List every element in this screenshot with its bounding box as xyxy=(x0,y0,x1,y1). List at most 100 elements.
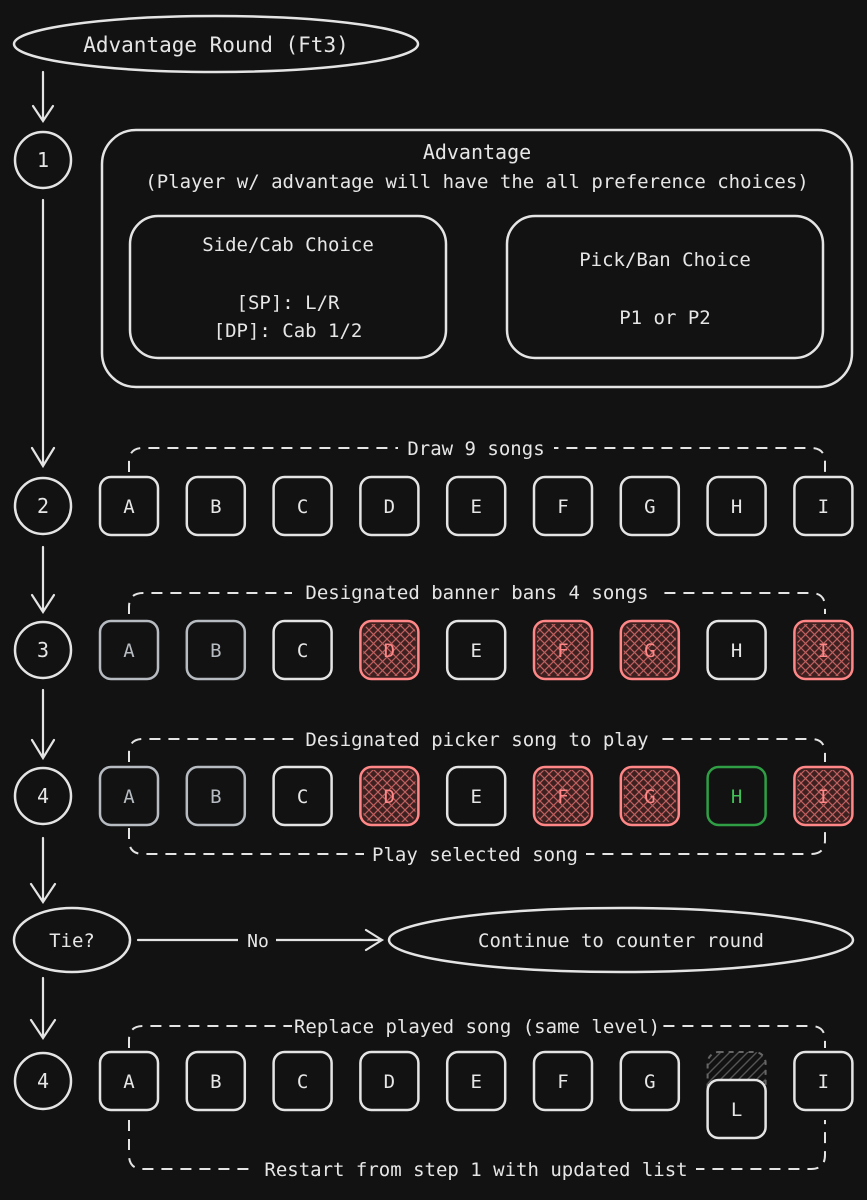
song-box-frame xyxy=(272,475,333,537)
step-circle-4: 4 xyxy=(13,766,73,826)
song-box-frame xyxy=(706,765,767,827)
tie-question: Tie? xyxy=(49,930,95,952)
step-circle-3: 3 xyxy=(13,620,73,680)
side-cab-sp: [SP]: L/R xyxy=(237,292,341,314)
song-box-h: H xyxy=(706,619,767,681)
song-letter: L xyxy=(731,1099,742,1121)
song-letter: I xyxy=(818,786,829,808)
song-letter: B xyxy=(210,1071,221,1093)
song-letter: C xyxy=(297,786,308,808)
song-letter: H xyxy=(731,786,742,808)
advantage-box: Advantage (Player w/ advantage will have… xyxy=(100,128,854,389)
ban-hatch xyxy=(363,770,416,822)
song-box-e: E xyxy=(445,475,507,537)
song-letter: E xyxy=(470,1071,481,1093)
step-label: 4 xyxy=(37,1069,49,1093)
song-letter: E xyxy=(470,640,481,662)
title-ellipse xyxy=(12,14,420,74)
song-box-frame xyxy=(272,619,333,681)
arrow-tie-to-step-4b xyxy=(29,976,57,1040)
arrow-step-1-to-step-2 xyxy=(30,198,56,469)
song-box-d: D xyxy=(359,619,420,681)
song-letter: H xyxy=(731,640,742,662)
song-letter: I xyxy=(818,640,829,662)
song-box-b: B xyxy=(185,475,247,537)
song-letter: I xyxy=(818,496,829,518)
arrow-step-4-to-tie xyxy=(29,836,57,904)
song-box-e: E xyxy=(445,1050,507,1112)
song-box-c: C xyxy=(272,619,333,681)
song-box-g: G xyxy=(619,619,681,681)
step-label: 4 xyxy=(37,784,49,808)
arrow-tie-no: No xyxy=(136,928,385,952)
pick-ban-choice-box: Pick/Ban Choice P1 or P2 xyxy=(505,214,825,360)
step-2-caption: Draw 9 songs xyxy=(407,438,544,460)
song-letter: B xyxy=(210,786,221,808)
song-letter: A xyxy=(123,1071,135,1093)
song-box-f: F xyxy=(532,1050,594,1112)
song-box-c: C xyxy=(272,765,333,827)
side-cab-choice-box: Side/Cab Choice [SP]: L/R [DP]: Cab 1/2 xyxy=(128,214,448,360)
song-letter: F xyxy=(557,496,568,518)
song-box-frame xyxy=(445,765,507,827)
song-box-i: I xyxy=(793,475,854,537)
song-box-a: A xyxy=(98,475,160,537)
ban-hatch xyxy=(797,770,850,822)
song-box-d: D xyxy=(359,765,420,827)
step-circle-4-restart: 4 xyxy=(13,1051,73,1111)
song-box-i: I xyxy=(793,1050,854,1112)
step-2-bracket: Draw 9 songs xyxy=(128,436,826,472)
step-label: 3 xyxy=(37,638,49,662)
song-letter: A xyxy=(123,640,135,662)
side-cab-title: Side/Cab Choice xyxy=(202,234,374,256)
song-letter: G xyxy=(644,1071,655,1093)
song-box-g: G xyxy=(619,475,681,537)
song-box-frame xyxy=(185,475,247,537)
continue-text: Continue to counter round xyxy=(478,930,764,952)
song-box-frame xyxy=(359,1050,420,1112)
song-letter: A xyxy=(123,496,135,518)
step-4-bracket: Designated picker song to play Play sele… xyxy=(128,727,826,866)
ban-hatch xyxy=(623,770,676,822)
song-box-frame xyxy=(619,475,681,537)
song-box-c: C xyxy=(272,1050,333,1112)
song-letter: F xyxy=(557,1071,568,1093)
song-box-frame xyxy=(445,1050,507,1112)
title-text: Advantage Round (Ft3) xyxy=(83,33,349,57)
song-box-l: L xyxy=(706,1051,767,1140)
step-4b-caption-top: Replace played song (same level) xyxy=(294,1016,660,1038)
step-label: 1 xyxy=(37,148,49,172)
song-box-frame xyxy=(706,619,767,681)
song-box-f: F xyxy=(532,619,594,681)
song-letter: E xyxy=(470,786,481,808)
song-box-frame xyxy=(272,765,333,827)
step-4b-caption-bottom: Restart from step 1 with updated list xyxy=(264,1159,687,1181)
song-box-frame xyxy=(359,475,420,537)
song-box-frame xyxy=(532,475,594,537)
song-box-h: H xyxy=(706,475,767,537)
ban-hatch xyxy=(537,624,589,676)
step-3-caption: Designated banner bans 4 songs xyxy=(305,582,648,604)
song-box-frame xyxy=(445,619,507,681)
song-letter: H xyxy=(731,496,742,518)
song-letter: F xyxy=(557,640,568,662)
song-box-i: I xyxy=(793,765,854,827)
song-box-g: G xyxy=(619,765,681,827)
arrow-title-to-step-1 xyxy=(31,70,55,123)
step-4-caption-bottom: Play selected song xyxy=(372,844,578,866)
song-letter: I xyxy=(818,1071,829,1093)
pick-ban-title: Pick/Ban Choice xyxy=(579,249,751,271)
song-letter: E xyxy=(470,496,481,518)
song-box-h: H xyxy=(706,765,767,827)
song-letter: D xyxy=(384,496,395,518)
song-box-a: A xyxy=(98,619,160,681)
step-label: 2 xyxy=(37,494,49,518)
song-box-f: F xyxy=(532,765,594,827)
ban-hatch xyxy=(537,770,589,822)
arrow-step-2-to-step-3 xyxy=(30,545,56,615)
song-letter: G xyxy=(644,640,655,662)
song-letter: D xyxy=(384,640,395,662)
